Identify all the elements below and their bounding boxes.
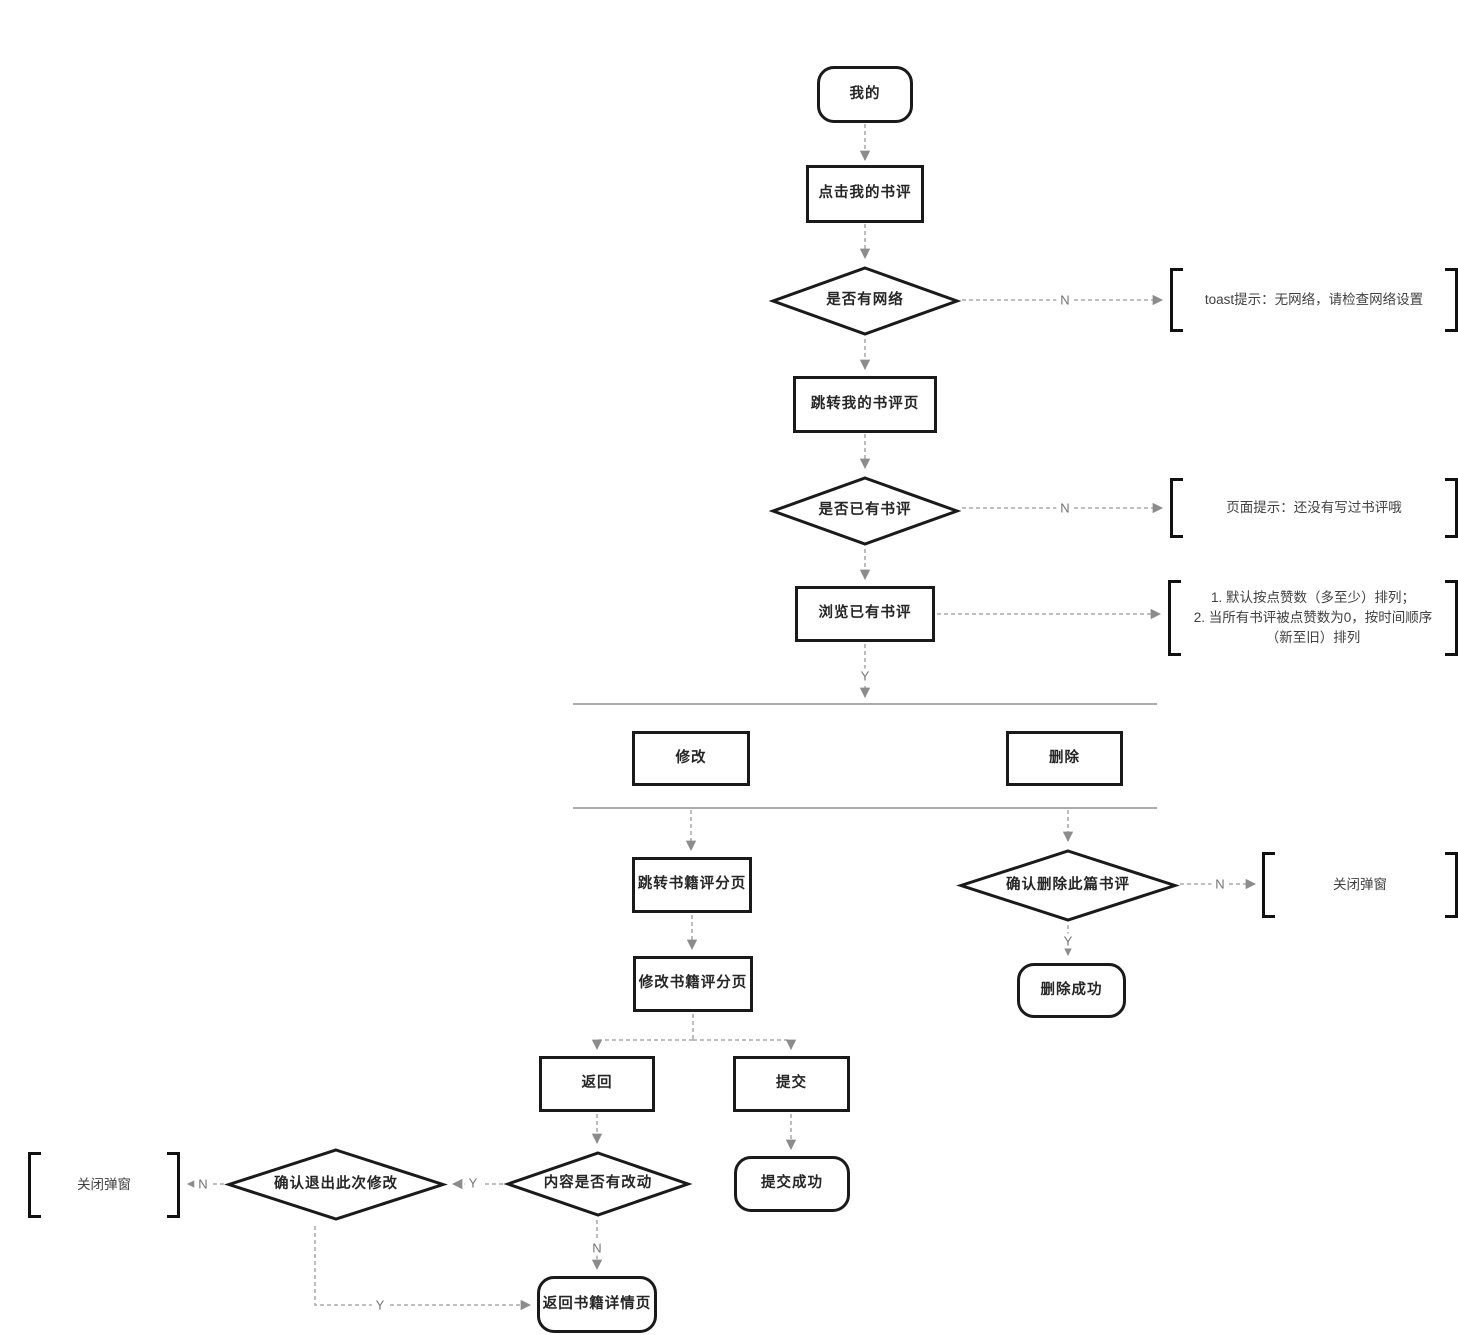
left-bracket-icon	[1170, 268, 1183, 332]
edge-label-confirm-delete-no: N	[1211, 876, 1229, 892]
edge-label-has-reviews-no: N	[1056, 500, 1074, 516]
diamond-shape	[956, 849, 1180, 922]
node-label: 是否有网络	[826, 292, 904, 309]
annotation-no-reviews-hint: 页面提示：还没有写过书评哦	[1170, 478, 1458, 538]
node-label: 提交	[776, 1075, 807, 1092]
node-label: 修改	[675, 749, 707, 766]
diamond-shape	[768, 266, 962, 336]
annotation-text: 页面提示：还没有写过书评哦	[1226, 499, 1402, 515]
diamond-shape	[224, 1148, 448, 1221]
process-goto-book-rating-page: 跳转书籍评分页	[632, 857, 752, 913]
edge-label-content-changed-yes: Y	[464, 1175, 482, 1191]
process-modify-book-rating-page: 修改书籍评分页	[633, 956, 753, 1012]
process-submit: 提交	[733, 1056, 850, 1112]
diamond-shape	[768, 476, 962, 546]
annotation-text: 关闭弹窗	[77, 1176, 131, 1192]
diamond-shape	[503, 1151, 693, 1217]
left-bracket-icon	[1262, 852, 1275, 918]
annotation-close-popup-delete: 关闭弹窗	[1262, 852, 1458, 918]
right-bracket-icon	[1445, 580, 1458, 656]
terminal-back-to-book-detail: 返回书籍详情页	[537, 1276, 657, 1333]
process-click-my-reviews: 点击我的书评	[806, 165, 924, 223]
decision-confirm-delete-review: 确认删除此篇书评	[956, 848, 1180, 923]
annotation-no-network-toast: toast提示：无网络，请检查网络设置	[1170, 268, 1458, 332]
edge-label-content-changed-no: N	[588, 1240, 606, 1256]
process-delete: 删除	[1006, 731, 1123, 786]
edge-label-has-network-no: N	[1056, 292, 1074, 308]
terminal-delete-success: 删除成功	[1017, 963, 1126, 1018]
node-label: 确认退出此次修改	[274, 1175, 398, 1192]
terminal-start: 我的	[817, 66, 913, 123]
terminal-submit-success: 提交成功	[734, 1156, 850, 1212]
decision-has-network: 是否有网络	[768, 265, 962, 337]
node-label: 我的	[849, 85, 881, 102]
node-label: 删除成功	[1040, 981, 1103, 998]
node-label: 删除	[1049, 749, 1080, 766]
left-bracket-icon	[28, 1152, 41, 1218]
annotation-line: 2. 当所有书评被点赞数为0，按时间顺序	[1193, 609, 1433, 625]
right-bracket-icon	[1445, 852, 1458, 918]
node-label: 提交成功	[761, 1175, 823, 1192]
process-browse-reviews: 浏览已有书评	[795, 586, 935, 642]
annotation-line: （新至旧）排列	[1265, 630, 1361, 646]
decision-confirm-exit-modify: 确认退出此次修改	[224, 1147, 448, 1222]
node-label: 返回	[581, 1075, 613, 1092]
node-label: 修改书籍评分页	[638, 975, 748, 992]
right-bracket-icon	[167, 1152, 180, 1218]
left-bracket-icon	[1168, 580, 1181, 656]
annotation-close-popup-exit: 关闭弹窗	[28, 1152, 180, 1218]
process-back: 返回	[539, 1056, 655, 1112]
process-modify: 修改	[632, 731, 750, 786]
left-bracket-icon	[1170, 478, 1183, 538]
annotation-text: 1. 默认按点赞数（多至少）排列； 2. 当所有书评被点赞数为0，按时间顺序 （…	[1194, 588, 1433, 649]
node-label: 返回书籍详情页	[542, 1295, 652, 1312]
annotation-line: 1. 默认按点赞数（多至少）排列；	[1210, 589, 1415, 605]
node-label: 浏览已有书评	[818, 605, 912, 622]
node-label: 点击我的书评	[818, 185, 912, 202]
annotation-text: 关闭弹窗	[1333, 876, 1387, 892]
decision-content-changed: 内容是否有改动	[503, 1150, 693, 1218]
process-goto-my-review-page: 跳转我的书评页	[793, 376, 937, 433]
node-label: 跳转我的书评页	[810, 395, 920, 412]
node-label: 跳转书籍评分页	[637, 876, 747, 893]
edge-label-confirm-exit-yes: Y	[371, 1297, 389, 1313]
edge-label-confirm-delete-yes: Y	[1059, 933, 1077, 949]
annotation-sort-rule: 1. 默认按点赞数（多至少）排列； 2. 当所有书评被点赞数为0，按时间顺序 （…	[1168, 580, 1458, 656]
node-label: 内容是否有改动	[543, 1175, 653, 1192]
right-bracket-icon	[1445, 478, 1458, 538]
edge-label-browse-reviews-yes: Y	[856, 668, 874, 684]
node-label: 确认删除此篇书评	[1006, 876, 1130, 893]
right-bracket-icon	[1445, 268, 1458, 332]
node-label: 是否已有书评	[818, 502, 912, 519]
decision-has-reviews: 是否已有书评	[768, 475, 962, 547]
edge-label-confirm-exit-no: N	[194, 1176, 212, 1192]
annotation-text: toast提示：无网络，请检查网络设置	[1204, 291, 1424, 307]
